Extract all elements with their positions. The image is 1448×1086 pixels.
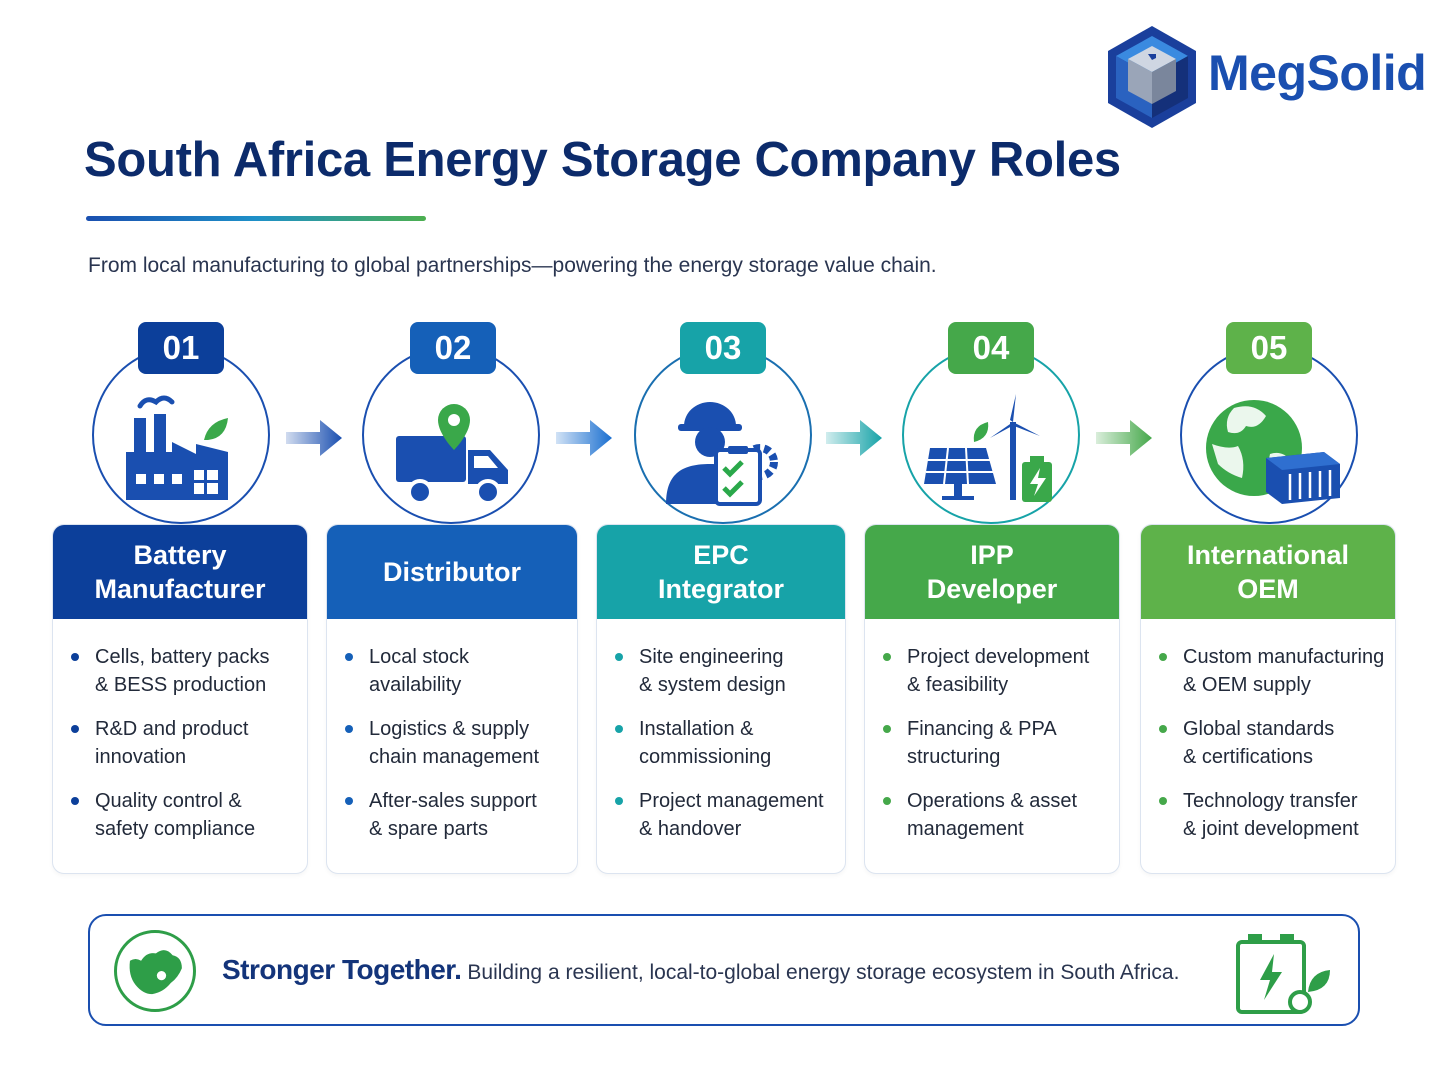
banner-message: Stronger Together.Building a resilient, …: [222, 954, 1179, 986]
flow-arrow-icon: [556, 420, 612, 456]
bullet-dot: [615, 653, 623, 661]
page-title: South Africa Energy Storage Company Role…: [84, 133, 1121, 187]
list-item: Logistics & supply chain management: [345, 715, 569, 771]
list-item: Installation & commissioning: [615, 715, 837, 771]
list-item: Custom manufacturing & OEM supply: [1159, 643, 1387, 699]
flow-arrow-icon: [826, 420, 882, 456]
role-number-badge: 04: [948, 322, 1034, 374]
bullet-text: Technology transfer & joint development: [1183, 790, 1359, 840]
footer-banner: Stronger Together.Building a resilient, …: [88, 914, 1360, 1026]
role-number-badge: 01: [138, 322, 224, 374]
list-item: Local stock availability: [345, 643, 569, 699]
bullet-dot: [71, 797, 79, 805]
page-subtitle: From local manufacturing to global partn…: [88, 254, 937, 277]
flow-arrow-icon: [286, 420, 342, 456]
bullet-text: Site engineering & system design: [639, 646, 786, 696]
bullet-dot: [883, 797, 891, 805]
role-card-title: Battery Manufacturer: [53, 525, 307, 619]
cube-logo-icon: [1108, 26, 1196, 128]
list-item: Project management & handover: [615, 787, 837, 843]
delivery-truck-icon: [396, 404, 508, 505]
role-number-badge: 03: [680, 322, 766, 374]
list-item: R&D and product innovation: [71, 715, 299, 771]
flow-arrow-icon: [1096, 420, 1152, 456]
list-item: Site engineering & system design: [615, 643, 837, 699]
list-item: Technology transfer & joint development: [1159, 787, 1387, 843]
bullet-dot: [883, 725, 891, 733]
role-bullet-list: Cells, battery packs & BESS production R…: [71, 643, 299, 859]
list-item: Operations & asset management: [883, 787, 1111, 843]
globe-container-icon: [1206, 400, 1340, 504]
list-item: Project development & feasibility: [883, 643, 1111, 699]
bullet-dot: [883, 653, 891, 661]
list-item: Cells, battery packs & BESS production: [71, 643, 299, 699]
role-card-international-oem: International OEM Custom manufacturing &…: [1140, 524, 1396, 874]
bullet-text: Local stock availability: [369, 646, 470, 696]
factory-icon: [126, 395, 228, 500]
bullet-text: Cells, battery packs & BESS production: [95, 646, 270, 696]
list-item: Global standards & certifications: [1159, 715, 1387, 771]
bullet-dot: [345, 797, 353, 805]
bullet-text: R&D and product innovation: [95, 718, 249, 768]
bullet-dot: [1159, 653, 1167, 661]
south-africa-map-icon: [114, 930, 196, 1012]
role-card-distributor: Distributor Local stock availability Log…: [326, 524, 578, 874]
bullet-text: Project development & feasibility: [907, 646, 1090, 696]
bullet-text: Quality control & safety compliance: [95, 790, 256, 840]
bullet-dot: [71, 653, 79, 661]
role-bullet-list: Local stock availability Logistics & sup…: [345, 643, 569, 859]
bullet-text: Logistics & supply chain management: [369, 718, 540, 768]
bullet-text: Financing & PPA structuring: [907, 718, 1057, 768]
role-card-title: Distributor: [327, 525, 577, 619]
role-card-ipp-developer: IPP Developer Project development & feas…: [864, 524, 1120, 874]
bullet-text: After-sales support & spare parts: [369, 790, 537, 840]
role-bullet-list: Site engineering & system design Install…: [615, 643, 837, 859]
bullet-text: Custom manufacturing & OEM supply: [1183, 646, 1385, 696]
role-card-epc-integrator: EPC Integrator Site engineering & system…: [596, 524, 846, 874]
list-item: After-sales support & spare parts: [345, 787, 569, 843]
bullet-text: Operations & asset management: [907, 790, 1078, 840]
bullet-dot: [345, 725, 353, 733]
brand-logo: MegSolid: [1104, 24, 1427, 134]
role-bullet-list: Project development & feasibility Financ…: [883, 643, 1111, 859]
role-number-badge: 02: [410, 322, 496, 374]
banner-text: Building a resilient, local-to-global en…: [467, 961, 1180, 984]
role-card-battery-manufacturer: Battery Manufacturer Cells, battery pack…: [52, 524, 308, 874]
role-number-badge: 05: [1226, 322, 1312, 374]
role-card-title: EPC Integrator: [597, 525, 845, 619]
bullet-text: Global standards & certifications: [1183, 718, 1335, 768]
role-card-title: IPP Developer: [865, 525, 1119, 619]
list-item: Quality control & safety compliance: [71, 787, 299, 843]
bullet-dot: [615, 797, 623, 805]
role-card-title: International OEM: [1141, 525, 1395, 619]
list-item: Financing & PPA structuring: [883, 715, 1111, 771]
engineer-icon: [666, 402, 778, 506]
battery-leaf-icon: [1236, 934, 1330, 1014]
brand-name: MegSolid: [1208, 45, 1427, 101]
bullet-dot: [345, 653, 353, 661]
bullet-text: Installation & commissioning: [639, 718, 772, 768]
bullet-dot: [615, 725, 623, 733]
bullet-dot: [1159, 797, 1167, 805]
bullet-dot: [71, 725, 79, 733]
bullet-text: Project management & handover: [639, 790, 824, 840]
banner-headline: Stronger Together.: [222, 954, 462, 985]
bullet-dot: [1159, 725, 1167, 733]
title-underline: [86, 216, 426, 221]
role-bullet-list: Custom manufacturing & OEM supply Global…: [1159, 643, 1387, 859]
renewable-plant-icon: [924, 394, 1052, 502]
